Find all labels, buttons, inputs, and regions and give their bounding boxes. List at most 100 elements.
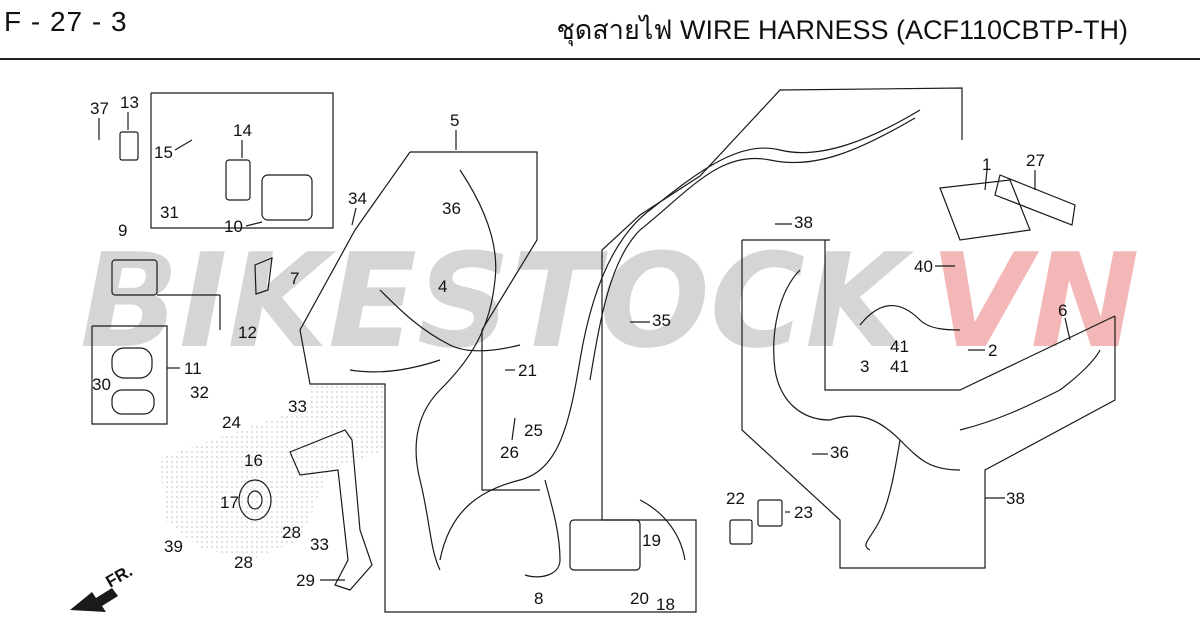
front-label: FR. — [103, 561, 136, 591]
part-label-31: 31 — [160, 203, 179, 222]
part-label-11: 11 — [184, 359, 202, 378]
part-label-9: 9 — [118, 221, 127, 240]
page-code: F - 27 - 3 — [4, 6, 128, 37]
leader-26 — [511, 417, 516, 441]
part-label-28a: 28 — [282, 523, 301, 542]
wire-harness-diagram: BIKESTOCK VN — [70, 87, 1139, 614]
part-label-4: 4 — [438, 277, 447, 296]
part-7 — [254, 257, 273, 295]
harness-branch-2 — [379, 289, 521, 352]
page-title: ชุดสายไฟ WIRE HARNESS (ACF110CBTP-TH) — [556, 15, 1128, 45]
harness-branch-3 — [349, 359, 441, 373]
part-label-19: 19 — [642, 531, 661, 550]
harness-outline — [299, 151, 697, 613]
module-12 — [111, 259, 158, 296]
ecu-1 — [939, 179, 1031, 241]
part-label-32: 32 — [190, 383, 209, 402]
part-label-41b: 41 — [890, 357, 909, 376]
harness-right-1 — [773, 269, 831, 421]
part-label-38a: 38 — [794, 213, 813, 232]
part-label-41a: 41 — [890, 337, 909, 356]
arrow-icon — [70, 588, 118, 612]
leader-6 — [1064, 317, 1071, 341]
key-fob-case — [111, 389, 155, 415]
harness-right-3 — [959, 349, 1101, 431]
part-label-3: 3 — [860, 357, 869, 376]
part-label-23: 23 — [794, 503, 813, 522]
part-label-12: 12 — [238, 323, 257, 342]
harness-right-2 — [829, 415, 961, 471]
part-label-21: 21 — [518, 361, 537, 380]
sensor-wire — [859, 305, 961, 331]
diagram-lines — [91, 87, 1116, 613]
part-label-13: 13 — [120, 93, 139, 112]
part-label-5: 5 — [450, 111, 459, 130]
relay-22 — [729, 519, 753, 545]
part-label-34: 34 — [348, 189, 367, 208]
part-label-14: 14 — [233, 121, 252, 140]
part-label-7: 7 — [290, 269, 299, 288]
leader-15 — [174, 139, 193, 151]
part-label-16: 16 — [244, 451, 263, 470]
ignition-switch-10 — [261, 174, 313, 221]
part-label-15: 15 — [154, 143, 173, 162]
dotted-frame-area-2 — [310, 384, 385, 412]
bracket-13 — [119, 131, 139, 161]
part-label-36a: 36 — [442, 199, 461, 218]
harness-outline-top — [601, 87, 963, 520]
part-label-1: 1 — [982, 155, 991, 174]
part-label-29: 29 — [296, 571, 315, 590]
part-label-24: 24 — [222, 413, 241, 432]
part-label-25: 25 — [524, 421, 543, 440]
front-direction: FR. — [70, 561, 136, 612]
part-labels: 37 13 15 14 31 34 10 9 7 5 36 4 12 11 30… — [90, 93, 1067, 614]
group-box-lower — [741, 240, 1116, 569]
harness-main-1 — [439, 109, 921, 561]
watermark-text-gray: BIKESTOCK — [80, 225, 914, 377]
part-label-20: 20 — [630, 589, 649, 608]
group-box-9 — [150, 92, 334, 229]
key-fob-30 — [111, 347, 153, 379]
relay-23 — [757, 499, 783, 527]
leader-10 — [245, 221, 263, 227]
group-box-11 — [91, 325, 168, 425]
part-label-38b: 38 — [1006, 489, 1025, 508]
switch-14 — [225, 159, 251, 201]
harness-branch-1 — [415, 169, 497, 571]
part-label-30: 30 — [92, 375, 111, 394]
leader-34 — [351, 207, 357, 226]
watermark: BIKESTOCK VN — [80, 225, 1139, 377]
harness-right-4 — [865, 439, 901, 551]
fuse-box — [569, 519, 641, 571]
dotted-frame-area — [160, 410, 385, 560]
part-label-37: 37 — [90, 99, 109, 118]
part-label-40: 40 — [914, 257, 933, 276]
part-label-35: 35 — [652, 311, 671, 330]
harness-main-2 — [589, 117, 916, 381]
horn-16-inner — [247, 490, 263, 510]
part-label-10: 10 — [224, 217, 243, 236]
part-label-28b: 28 — [234, 553, 253, 572]
watermark-text-red: VN — [930, 225, 1139, 377]
part-label-6: 6 — [1058, 301, 1067, 320]
horn-16 — [238, 479, 272, 521]
part-label-8: 8 — [534, 589, 543, 608]
frame-bracket-29 — [289, 429, 373, 591]
bracket-27 — [994, 174, 1076, 226]
part-label-26: 26 — [500, 443, 519, 462]
harness-branch-5 — [639, 499, 686, 561]
part-label-33a: 33 — [288, 397, 307, 416]
part-label-17: 17 — [220, 493, 239, 512]
header-rule — [0, 58, 1200, 60]
group-box-sensor — [824, 240, 1116, 391]
leader-1 — [984, 169, 988, 191]
part-label-22: 22 — [726, 489, 745, 508]
part-label-27: 27 — [1026, 151, 1045, 170]
harness-branch-4 — [524, 479, 561, 578]
part-label-39: 39 — [164, 537, 183, 556]
part-label-18: 18 — [656, 595, 675, 614]
part-label-36b: 36 — [830, 443, 849, 462]
part-label-33b: 33 — [310, 535, 329, 554]
part-label-2: 2 — [988, 341, 997, 360]
